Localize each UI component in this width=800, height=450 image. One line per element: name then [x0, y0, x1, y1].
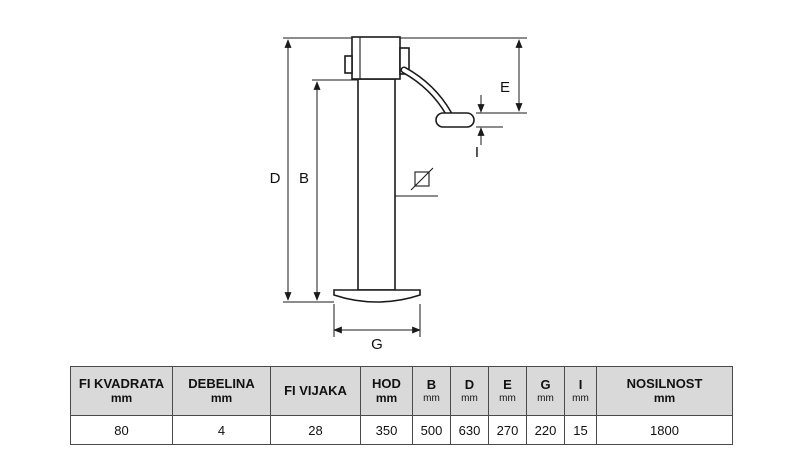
crank-arm-inner: [402, 68, 451, 116]
col-header-g: G mm: [526, 366, 565, 416]
col-unit: mm: [110, 390, 133, 405]
col-unit: mm: [572, 392, 589, 404]
col-header-fi-kvadrata: FI KVADRATA mm: [70, 366, 173, 416]
dim-e-label: E: [500, 79, 510, 96]
value-e: 270: [488, 415, 527, 445]
col-title: D: [464, 376, 475, 392]
col-title: FI VIJAKA: [284, 382, 347, 398]
col-title: DEBELINA: [188, 375, 255, 391]
jack-gear-head: [351, 36, 401, 80]
jack-outer-tube: [357, 78, 396, 291]
value-b: 500: [412, 415, 451, 445]
col-header-d: D mm: [450, 366, 489, 416]
col-header-e: E mm: [488, 366, 527, 416]
col-unit: mm: [653, 390, 676, 405]
col-unit: mm: [375, 390, 398, 405]
square-section-symbol-icon: [410, 167, 434, 191]
spec-table-value-row: 80 4 28 350 500 630 270 220 15 1800: [70, 415, 733, 445]
col-header-b: B mm: [412, 366, 451, 416]
value-fi-kvadrata: 80: [70, 415, 173, 445]
dim-g-label: G: [371, 336, 383, 353]
crank-arm: [400, 66, 453, 118]
col-title: I: [578, 376, 583, 392]
col-unit: mm: [499, 392, 516, 404]
value-d: 630: [450, 415, 489, 445]
col-header-debelina: DEBELINA mm: [172, 366, 271, 416]
crank-grip: [435, 112, 475, 128]
col-unit: mm: [423, 392, 440, 404]
col-unit: mm: [461, 392, 478, 404]
jack-technical-drawing: D B E I G: [270, 36, 527, 353]
spec-table-header-row: FI KVADRATA mm DEBELINA mm FI VIJAKA HOD…: [70, 366, 733, 416]
value-debelina: 4: [172, 415, 271, 445]
col-title: G: [540, 376, 551, 392]
col-title: HOD: [372, 375, 401, 391]
col-unit: mm: [537, 392, 554, 404]
col-title: FI KVADRATA: [78, 375, 165, 391]
dim-b-label: B: [299, 170, 309, 187]
col-unit: mm: [210, 390, 233, 405]
foot-plate: [333, 289, 421, 303]
value-fi-vijaka: 28: [270, 415, 361, 445]
jack-mount-lug: [344, 55, 353, 74]
col-title: NOSILNOST: [626, 375, 703, 391]
spec-table: FI KVADRATA mm DEBELINA mm FI VIJAKA HOD…: [70, 366, 733, 445]
value-i: 15: [564, 415, 597, 445]
col-header-nosilnost: NOSILNOST mm: [596, 366, 733, 416]
col-title: E: [503, 376, 512, 392]
value-g: 220: [526, 415, 565, 445]
col-header-i: I mm: [564, 366, 597, 416]
col-header-fi-vijaka: FI VIJAKA: [270, 366, 361, 416]
dim-i-label: I: [475, 144, 479, 161]
value-nosilnost: 1800: [596, 415, 733, 445]
col-header-hod: HOD mm: [360, 366, 413, 416]
col-title: B: [426, 376, 437, 392]
value-hod: 350: [360, 415, 413, 445]
dim-d-label: D: [270, 170, 281, 187]
